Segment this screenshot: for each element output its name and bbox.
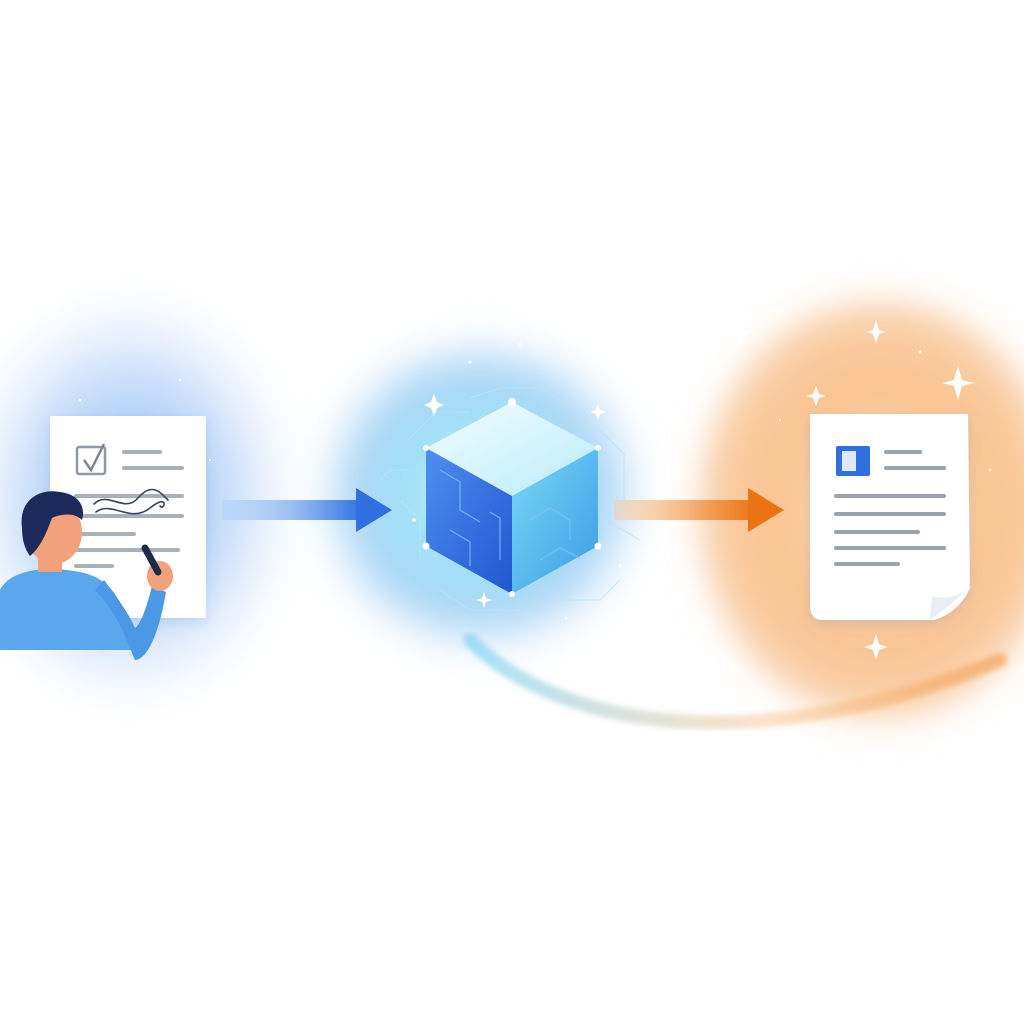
swoosh-curve [463, 633, 1007, 730]
output-document-group [810, 414, 970, 620]
page-curl [930, 588, 970, 620]
sparkle-icon [424, 394, 444, 416]
cube-top-face [426, 402, 598, 496]
circuit-lines [379, 387, 641, 611]
pen-icon [141, 544, 162, 576]
cube-left-face [426, 448, 512, 594]
processor-group [379, 387, 641, 611]
cube-vertex-glows [422, 398, 602, 597]
sparkle-icon [476, 592, 492, 608]
output-document-icon [810, 414, 970, 620]
sparkle-icon [942, 366, 974, 400]
sparkle-icon [864, 634, 888, 660]
sparkle-icon [728, 318, 752, 348]
arrow-right-icon-in [222, 488, 392, 532]
sparkle-icon [866, 320, 886, 344]
person-hair [21, 491, 84, 556]
arrow-right-icon-out [614, 488, 784, 532]
cube-right-face [512, 448, 598, 594]
output-text-lines [834, 450, 946, 566]
person-icon [0, 491, 173, 660]
scribble-marks [93, 488, 169, 515]
sparkles [28, 318, 992, 660]
checkbox-checked-icon [75, 443, 107, 476]
input-document-group [0, 416, 206, 660]
person-arm [95, 580, 166, 660]
sparkle-icon [590, 404, 606, 420]
sparkle-icon [806, 386, 826, 406]
cube-circuit-traces [439, 469, 581, 566]
